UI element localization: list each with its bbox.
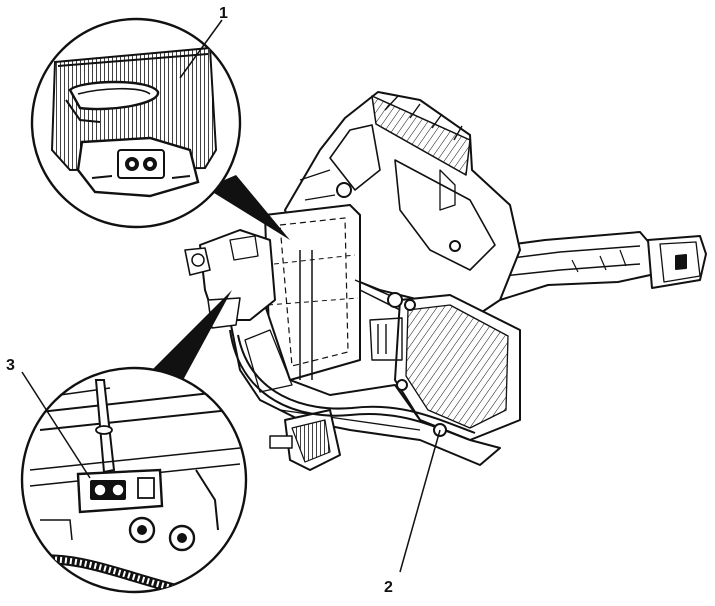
callout-3: 3: [6, 357, 15, 374]
leader-lines: [21, 19, 441, 573]
hvac-housing: [184, 91, 707, 471]
callout-2: 2: [384, 579, 393, 596]
detail-circle-evaporator: [30, 17, 242, 229]
leader-1: [179, 19, 223, 79]
fasteners: [336, 182, 461, 437]
refrigerant-lines: [229, 250, 476, 441]
callout-wedge-bottom: [150, 290, 232, 382]
callout-1: 1: [219, 5, 228, 22]
left-valve-block: [199, 229, 276, 321]
leader-3: [21, 371, 91, 479]
detail-circle-expansion-valve: [20, 366, 248, 594]
callout-wedge-top: [206, 175, 290, 240]
leader-2: [399, 429, 441, 573]
